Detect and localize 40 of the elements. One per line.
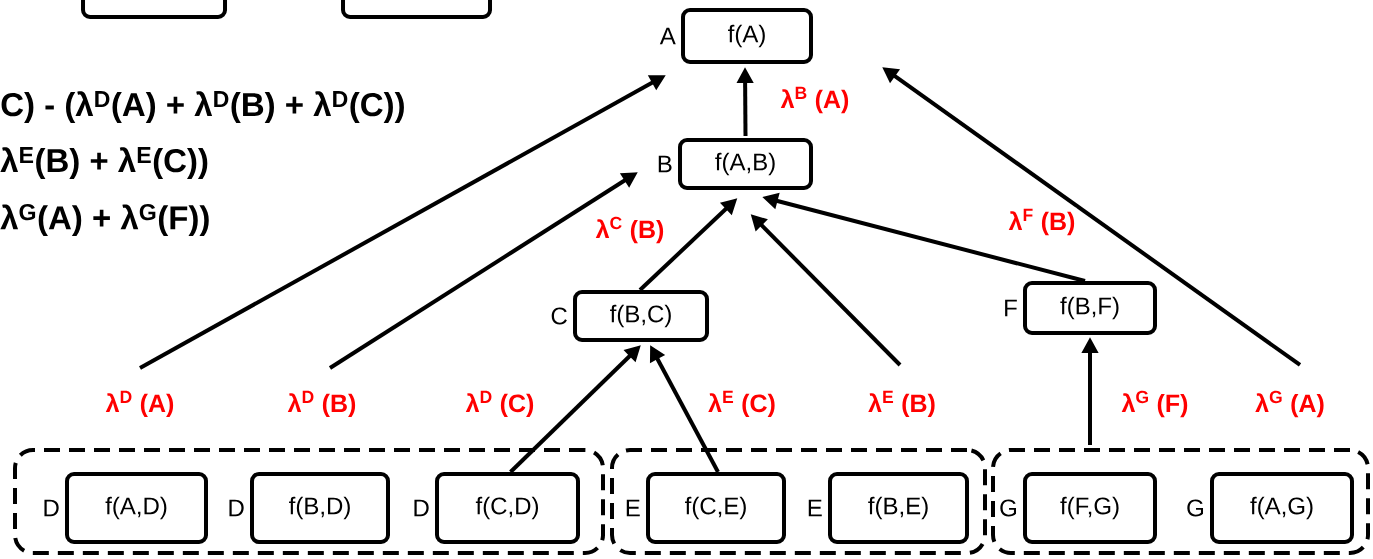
function-box: f(A,D) bbox=[65, 472, 208, 544]
node-letter: G bbox=[1187, 499, 1203, 517]
dashed-group-frame bbox=[13, 448, 605, 555]
node-letter: D bbox=[229, 499, 244, 517]
edge-label: λ$^{D}$ (A) bbox=[104, 389, 176, 419]
function-box: f(A) bbox=[681, 8, 813, 64]
edge-label: λ$^{C}$ (B) bbox=[594, 215, 666, 245]
function-box: f(F,G) bbox=[1023, 472, 1157, 544]
formula-text: C) - (λ$^{D}$(A) + λ$^{D}$(B) + λ$^{D}$(C)) bbox=[1, 91, 404, 123]
edge-label: λ$^{D}$ (C) bbox=[464, 389, 536, 419]
formula-text: λ$^{E}$(B) + λ$^{E}$(C)) bbox=[0, 147, 208, 179]
function-box: f(C,D) bbox=[435, 472, 580, 544]
node-letter: G bbox=[1000, 499, 1016, 517]
function-box bbox=[341, 0, 492, 19]
node-letter: B bbox=[658, 155, 672, 173]
function-box bbox=[81, 0, 227, 19]
function-box: f(A,B) bbox=[678, 138, 813, 190]
node-letter: A bbox=[659, 27, 676, 45]
edge-label: λ$^{F}$ (B) bbox=[1007, 207, 1077, 237]
dashed-group-frame bbox=[991, 448, 1370, 555]
node-letter: E bbox=[808, 499, 822, 517]
edge-label: λ$^{D}$ (B) bbox=[286, 389, 358, 419]
node-letter: F bbox=[1005, 299, 1017, 317]
function-box: f(B,D) bbox=[250, 472, 390, 544]
dashed-group-frame bbox=[610, 448, 987, 555]
node-letter: E bbox=[626, 499, 640, 517]
function-box: f(C,E) bbox=[646, 472, 786, 544]
node-letter: D bbox=[414, 499, 429, 517]
formula-text: λ$^{G}$(A) + λ$^{G}$(F)) bbox=[0, 204, 209, 236]
function-box: f(A,G) bbox=[1210, 472, 1354, 544]
function-box: f(B,C) bbox=[573, 290, 709, 342]
edge-label: λ$^{E}$ (C) bbox=[707, 389, 777, 419]
function-box: f(B,F) bbox=[1023, 281, 1157, 335]
function-box: f(B,E) bbox=[828, 472, 969, 544]
node-letter: C bbox=[551, 307, 567, 325]
edge-label: λ$^{B}$ (A) bbox=[779, 85, 851, 115]
node-letter: D bbox=[44, 499, 59, 517]
edge-label: λ$^{G}$ (A) bbox=[1254, 389, 1326, 419]
edge-label: λ$^{E}$ (B) bbox=[867, 389, 937, 419]
edge-label: λ$^{G}$ (F) bbox=[1120, 389, 1190, 419]
